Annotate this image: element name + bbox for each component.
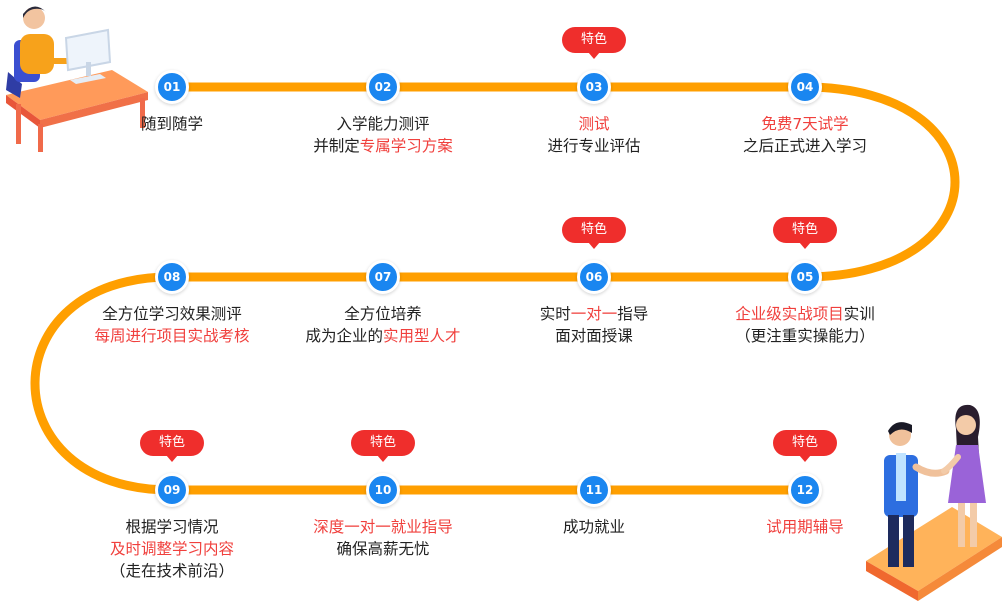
step-01-label: 随到随学 bbox=[62, 113, 282, 135]
step-09-line: 及时调整学习内容 bbox=[62, 538, 282, 560]
step-01-line: 随到随学 bbox=[62, 113, 282, 135]
step-05-label: 企业级实战项目实训 （更注重实操能力） bbox=[695, 303, 915, 347]
highlight-text: 每周进行项目实战考核 bbox=[94, 327, 250, 345]
step-06-line: 面对面授课 bbox=[484, 325, 704, 347]
step-11-line: 成功就业 bbox=[484, 516, 704, 538]
step-05-line: （更注重实操能力） bbox=[695, 325, 915, 347]
description-text: （更注重实操能力） bbox=[735, 327, 875, 345]
step-10-feature-badge: 特色 bbox=[351, 430, 415, 462]
step-12-line: 试用期辅导 bbox=[695, 516, 915, 538]
description-text: 确保高薪无忧 bbox=[336, 540, 430, 558]
description-text: 并制定 bbox=[313, 137, 360, 155]
step-05-number: 05 bbox=[788, 260, 822, 294]
description-text: 入学能力测评 bbox=[336, 115, 430, 133]
description-text: 成功就业 bbox=[562, 518, 625, 536]
highlight-text: 实用型人才 bbox=[383, 327, 461, 345]
description-text: 随到随学 bbox=[140, 115, 203, 133]
step-08-label: 全方位学习效果测评每周进行项目实战考核 bbox=[62, 303, 282, 347]
description-text: 根据学习情况 bbox=[125, 518, 219, 536]
step-09-number: 09 bbox=[155, 473, 189, 507]
highlight-text: 专属学习方案 bbox=[359, 137, 453, 155]
highlight-text: 测试 bbox=[578, 115, 610, 133]
step-09-label: 根据学习情况及时调整学习内容 （走在技术前沿） bbox=[62, 516, 282, 582]
handshake-people-icon bbox=[866, 404, 1002, 601]
description-text: 进行专业评估 bbox=[547, 137, 641, 155]
step-10-label: 深度一对一就业指导确保高薪无忧 bbox=[273, 516, 493, 560]
highlight-text: 一对一 bbox=[570, 305, 618, 323]
description-text: 成为企业的 bbox=[305, 327, 383, 345]
step-07-label: 全方位培养成为企业的实用型人才 bbox=[273, 303, 493, 347]
step-08-number: 08 bbox=[155, 260, 189, 294]
description-text: 全方位培养 bbox=[344, 305, 422, 323]
step-06-number: 06 bbox=[577, 260, 611, 294]
description-text: 实训 bbox=[843, 305, 875, 323]
step-03-number: 03 bbox=[577, 70, 611, 104]
description-text: （走在技术前沿） bbox=[109, 562, 234, 580]
step-09-line: （走在技术前沿） bbox=[62, 560, 282, 582]
highlight-text: 企业级实战项目 bbox=[735, 305, 844, 323]
description-text: 全方位学习效果测评 bbox=[102, 305, 242, 323]
step-06-line: 实时一对一指导 bbox=[484, 303, 704, 325]
step-09-feature-badge: 特色 bbox=[140, 430, 204, 462]
step-10-line: 深度一对一就业指导 bbox=[273, 516, 493, 538]
step-07-line: 成为企业的实用型人才 bbox=[273, 325, 493, 347]
step-12-label: 试用期辅导 bbox=[695, 516, 915, 538]
step-09-line: 根据学习情况 bbox=[62, 516, 282, 538]
description-text: 之后正式进入学习 bbox=[742, 137, 867, 155]
step-02-line: 入学能力测评 bbox=[273, 113, 493, 135]
step-12-number: 12 bbox=[788, 473, 822, 507]
step-01-number: 01 bbox=[155, 70, 189, 104]
step-07-line: 全方位培养 bbox=[273, 303, 493, 325]
step-02-label: 入学能力测评并制定专属学习方案 bbox=[273, 113, 493, 157]
step-11-number: 11 bbox=[577, 473, 611, 507]
highlight-text: 试用期辅导 bbox=[766, 518, 844, 536]
description-text: 实时 bbox=[539, 305, 571, 323]
step-05-line: 企业级实战项目实训 bbox=[695, 303, 915, 325]
step-08-line: 全方位学习效果测评 bbox=[62, 303, 282, 325]
step-08-line: 每周进行项目实战考核 bbox=[62, 325, 282, 347]
description-text: 面对面授课 bbox=[555, 327, 633, 345]
step-11-label: 成功就业 bbox=[484, 516, 704, 538]
step-10-line: 确保高薪无忧 bbox=[273, 538, 493, 560]
step-04-label: 免费7天试学之后正式进入学习 bbox=[695, 113, 915, 157]
step-03-label: 测试进行专业评估 bbox=[484, 113, 704, 157]
highlight-text: 及时调整学习内容 bbox=[109, 540, 234, 558]
highlight-text: 免费7天试学 bbox=[761, 115, 849, 133]
step-10-number: 10 bbox=[366, 473, 400, 507]
step-04-line: 免费7天试学 bbox=[695, 113, 915, 135]
description-text: 指导 bbox=[617, 305, 649, 323]
step-03-line: 进行专业评估 bbox=[484, 135, 704, 157]
step-04-number: 04 bbox=[788, 70, 822, 104]
step-02-line: 并制定专属学习方案 bbox=[273, 135, 493, 157]
step-05-feature-badge: 特色 bbox=[773, 217, 837, 249]
step-07-number: 07 bbox=[366, 260, 400, 294]
highlight-text: 深度一对一就业指导 bbox=[313, 518, 453, 536]
step-12-feature-badge: 特色 bbox=[773, 430, 837, 462]
step-03-line: 测试 bbox=[484, 113, 704, 135]
step-03-feature-badge: 特色 bbox=[562, 27, 626, 59]
step-06-label: 实时一对一指导面对面授课 bbox=[484, 303, 704, 347]
step-04-line: 之后正式进入学习 bbox=[695, 135, 915, 157]
person-at-computer-desk-icon bbox=[6, 6, 148, 152]
step-02-number: 02 bbox=[366, 70, 400, 104]
step-06-feature-badge: 特色 bbox=[562, 217, 626, 249]
